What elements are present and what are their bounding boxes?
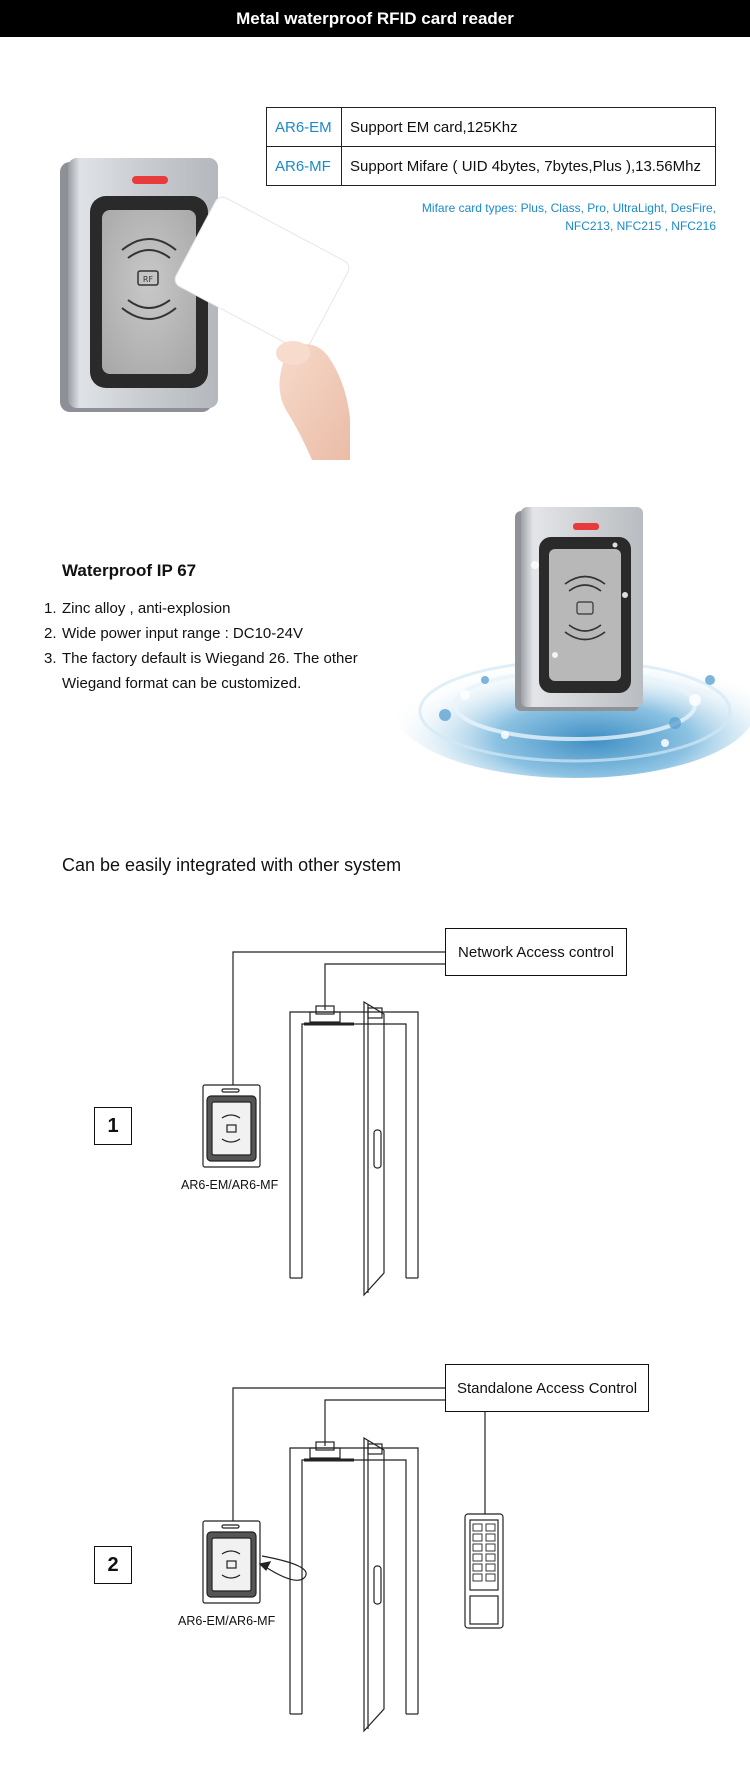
table-row: AR6-MF Support Mifare ( UID 4bytes, 7byt… xyxy=(266,146,716,186)
page-header: Metal waterproof RFID card reader xyxy=(0,0,750,37)
standalone-diagram-drawing xyxy=(202,1387,504,1733)
standalone-diagram: 2 Standalone Access Control AR6-EM/AR6-M… xyxy=(0,1356,750,1766)
mifare-note-line1: Mifare card types: Plus, Class, Pro, Ult… xyxy=(421,201,716,215)
waterproof-title: Waterproof IP 67 xyxy=(62,561,197,580)
diagram-number-2: 2 xyxy=(94,1546,132,1584)
spec-table: AR6-EM Support EM card,125Khz AR6-MF Sup… xyxy=(266,107,716,186)
mifare-note: Mifare card types: Plus, Class, Pro, Ult… xyxy=(300,199,716,235)
feature-list: 1. Zinc alloy , anti-explosion 2. Wide p… xyxy=(44,596,362,696)
item-text: Zinc alloy , anti-explosion xyxy=(62,600,231,617)
item-number: 1. xyxy=(44,600,57,617)
page-title: Metal waterproof RFID card reader xyxy=(236,8,514,28)
item-number: 3. xyxy=(44,650,57,667)
mifare-note-line2: NFC213, NFC215 , NFC216 xyxy=(565,219,716,233)
network-controller-box: Network Access control xyxy=(445,928,627,976)
desc-cell: Support Mifare ( UID 4bytes, 7bytes,Plus… xyxy=(341,146,716,186)
list-item: 3. The factory default is Wiegand 26. Th… xyxy=(44,646,362,696)
item-number: 2. xyxy=(44,625,57,642)
reader-label: AR6-EM/AR6-MF xyxy=(178,1614,276,1628)
network-diagram: 1 Network Access control AR6-EM/AR6-MF xyxy=(0,920,750,1310)
item-text: Wide power input range : DC10-24V xyxy=(62,625,303,642)
desc-cell: Support EM card,125Khz xyxy=(341,107,716,147)
list-item: 1. Zinc alloy , anti-explosion xyxy=(44,596,362,621)
model-cell: AR6-MF xyxy=(266,146,342,186)
model-cell: AR6-EM xyxy=(266,107,342,147)
standalone-controller-box: Standalone Access Control xyxy=(445,1364,649,1412)
network-diagram-drawing xyxy=(202,951,445,1297)
integration-heading: Can be easily integrated with other syst… xyxy=(62,855,402,875)
reader-label: AR6-EM/AR6-MF xyxy=(181,1178,279,1192)
diagram-number-1: 1 xyxy=(94,1107,132,1145)
table-row: AR6-EM Support EM card,125Khz xyxy=(266,107,716,147)
waterproof-splash-image xyxy=(395,507,750,778)
item-text: The factory default is Wiegand 26. The o… xyxy=(62,650,358,692)
reader-with-card-image: RF xyxy=(60,158,350,460)
list-item: 2. Wide power input range : DC10-24V xyxy=(44,621,362,646)
rf-badge-text: RF xyxy=(143,275,154,284)
